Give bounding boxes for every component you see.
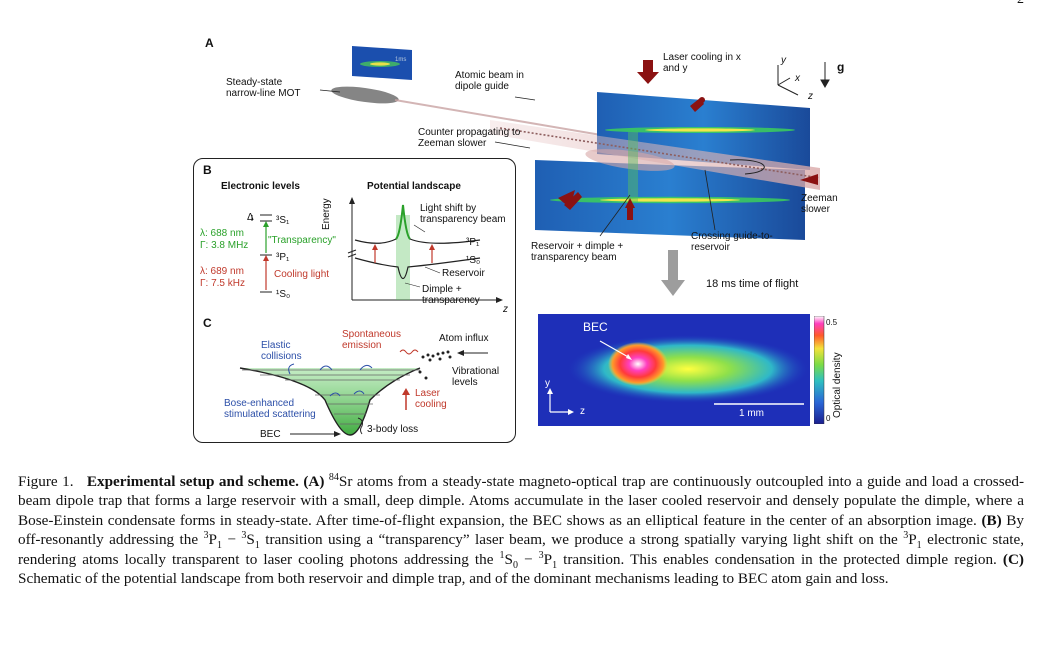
page-number: 2 <box>1017 0 1024 8</box>
lambda-688: λ: 688 nm <box>200 228 244 239</box>
panel-a-letter: A <box>205 36 214 50</box>
dipole-guide-beam <box>490 120 820 190</box>
tof-label: 18 ms time of flight <box>706 278 799 290</box>
scale-label: 1 mm <box>739 408 764 419</box>
panel-c-letter: C <box>203 316 212 330</box>
mot-inset-image <box>352 46 412 80</box>
caption-isotope: 84 <box>328 471 339 483</box>
caption-panel-b: (B) <box>981 511 1002 529</box>
energy-axis-label: Energy <box>321 198 332 230</box>
axes-a <box>777 62 830 96</box>
caption-panel-a: (A) <box>303 473 325 490</box>
caption-title: Experimental setup and scheme. <box>86 473 299 490</box>
caption-prefix: Figure 1. <box>18 473 74 490</box>
colorbar-label: Optical density <box>832 352 843 418</box>
absorption-image <box>538 314 810 426</box>
pot-3p1: ³P₁ <box>466 237 480 248</box>
level-3s1: ³S₁ <box>276 215 290 226</box>
axis-z-a: z <box>808 91 813 102</box>
bec-label-c: BEC <box>260 429 281 440</box>
gamma-3-8: Γ: 3.8 MHz <box>200 240 249 251</box>
reservoir-label-b: Reservoir <box>442 268 485 279</box>
gamma-7-5: Γ: 7.5 kHz <box>200 278 245 289</box>
three-body-loss: 3-body loss <box>367 424 419 435</box>
z-axis-b: z <box>503 304 508 315</box>
caption-text-b2: transition using a “transparency” laser … <box>259 531 904 549</box>
counter-propagating-label: Counter propagating to Zeeman slower <box>418 127 521 149</box>
level-1s0: ¹S₀ <box>276 289 291 300</box>
tof-arrow-body <box>668 250 678 280</box>
laser-cooling-arrows <box>558 60 818 220</box>
zeeman-slower-label: Zeeman slower <box>801 193 838 215</box>
axis-y-a: y <box>781 55 786 66</box>
transparency-beam <box>628 132 638 202</box>
level-3p1: ³P₁ <box>276 252 290 263</box>
cooling-light-label: Cooling light <box>274 269 330 280</box>
potential-landscape-title: Potential landscape <box>367 181 461 192</box>
colorbar-max: 0.5 <box>826 318 838 327</box>
figure-caption: Figure 1. Experimental setup and scheme.… <box>18 471 1025 588</box>
reservoir-dimple-label: Reservoir + dimple + transparency beam <box>531 241 624 263</box>
laser-cooling-c: Laser cooling <box>415 388 447 410</box>
caption-panel-c: (C) <box>1002 550 1024 568</box>
elastic-collisions: Elastic collisions <box>261 340 302 362</box>
caption-text-a: Sr atoms from a steady-state magneto-opt… <box>18 473 1025 529</box>
atom-influx: Atom influx <box>439 333 489 344</box>
light-shift-label: Light shift by transparency beam <box>420 203 506 225</box>
atomic-beam-label: Atomic beam in dipole guide <box>455 70 524 92</box>
panel-bc-box <box>193 158 516 443</box>
mot-cloud <box>331 86 399 104</box>
bec-label-image: BEC <box>583 320 608 334</box>
axis-x-a: x <box>795 73 800 84</box>
caption-text-c: Schematic of the potential landscape fro… <box>18 570 889 588</box>
gravity-label: g <box>837 60 845 74</box>
dimple-label-b: Dimple + transparency <box>422 284 480 306</box>
transparency-label: "Transparency" <box>268 235 336 246</box>
electronic-levels-title: Electronic levels <box>221 181 300 192</box>
crossing-label: Crossing guide-to-reservoir <box>691 231 773 253</box>
colorbar-min: 0 <box>826 414 831 423</box>
axis-y-image: y <box>545 378 550 389</box>
lambda-689: λ: 689 nm <box>200 266 244 277</box>
spontaneous-emission: Spontaneous emission <box>342 329 401 351</box>
laser-cooling-label: Laser cooling in x and y <box>663 52 741 74</box>
axis-z-image: z <box>580 406 585 417</box>
panel-b-diagram <box>251 197 503 303</box>
caption-text-b3: electronic state, rendering atoms locall… <box>18 531 1024 568</box>
panel-b-letter: B <box>203 163 212 177</box>
vibrational-levels: Vibrational levels <box>452 366 500 388</box>
delta-label: Δ <box>247 212 254 223</box>
tof-arrow-head <box>661 280 685 296</box>
pot-1s0: ¹S₀ <box>466 255 481 266</box>
caption-text-b4: transition. This enables condensation in… <box>557 550 997 568</box>
mot-label: Steady-state narrow-line MOT <box>226 77 301 99</box>
panel-c-diagram <box>239 349 488 437</box>
mot-inset-scale: 1ms <box>395 57 407 63</box>
colorbar <box>814 316 825 424</box>
caption-text-b1: By off-resonantly addressing the <box>18 511 1025 549</box>
bose-enhanced: Bose-enhanced stimulated scattering <box>224 398 316 420</box>
panel-a-illustration <box>319 46 830 296</box>
